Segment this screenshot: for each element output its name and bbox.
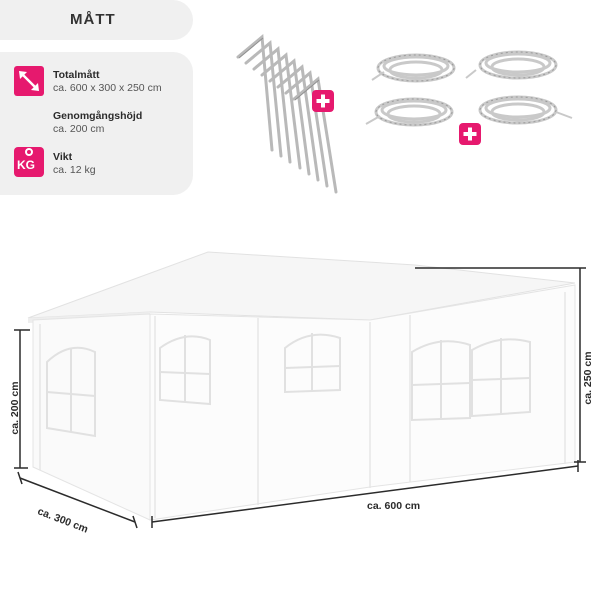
- weight-icon-label: KG: [17, 158, 35, 172]
- spec-value: ca. 200 cm: [53, 123, 105, 135]
- spec-total-dimensions: Totalmått ca. 600 x 300 x 250 cm: [53, 69, 162, 95]
- spec-value: ca. 600 x 300 x 250 cm: [53, 82, 162, 94]
- spec-value: ca. 12 kg: [53, 164, 96, 176]
- spec-label: Totalmått: [53, 69, 100, 81]
- width-label: ca. 600 cm: [367, 500, 421, 512]
- spec-label: Vikt: [53, 151, 73, 163]
- diagonal-arrow-icon: [14, 66, 44, 96]
- spec-label: Genomgångshöjd: [53, 110, 143, 122]
- weight-kg-icon: KG: [14, 147, 44, 177]
- height-right-label: ca. 250 cm: [582, 351, 594, 405]
- height-left-label: ca. 200 cm: [9, 381, 21, 435]
- page-title: MÅTT: [70, 11, 116, 28]
- header-panel: MÅTT: [0, 0, 193, 40]
- spec-passage-height: Genomgångshöjd ca. 200 cm: [53, 110, 142, 136]
- spec-weight: Vikt ca. 12 kg: [53, 151, 96, 177]
